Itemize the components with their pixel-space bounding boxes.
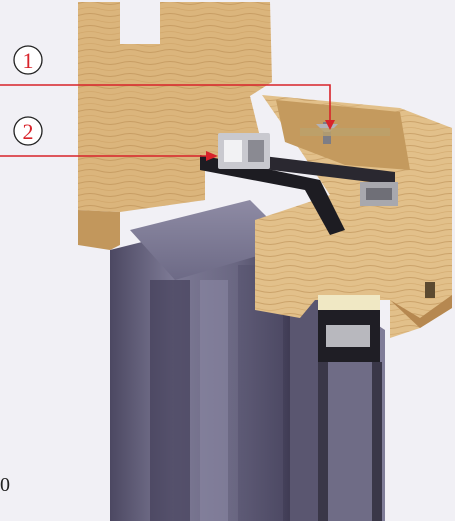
seals-hardware <box>200 122 398 521</box>
callout-2: 2 <box>0 116 218 161</box>
callout-1: 1 <box>0 45 335 130</box>
wooden-sash <box>255 95 452 338</box>
callout-2-number: 2 <box>23 119 34 144</box>
locking-bracket <box>218 133 270 169</box>
edge-text: 0 <box>0 474 10 496</box>
callout-1-number: 1 <box>23 48 34 73</box>
